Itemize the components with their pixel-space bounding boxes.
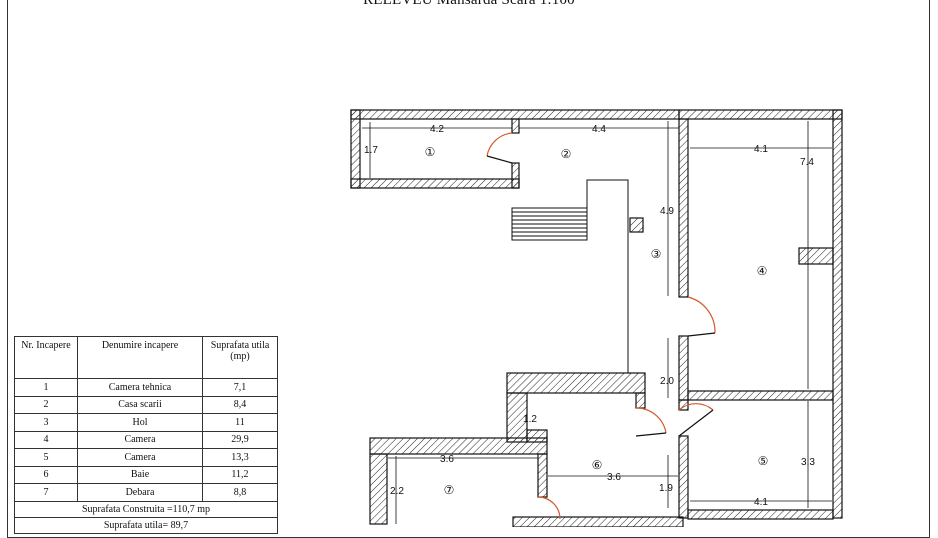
dim-label: 1.7 — [364, 145, 378, 156]
cell-name: Debara — [77, 483, 203, 502]
dim-label: 3.3 — [801, 457, 815, 468]
cell-name: Camera — [77, 430, 203, 449]
cell-nr: 4 — [14, 430, 78, 449]
cell-nr: 1 — [14, 378, 78, 397]
table-header-row: Nr. Incapere Denumire incapere Suprafata… — [14, 336, 278, 379]
room-number: ④ — [757, 264, 768, 278]
dim-label: 4.1 — [754, 144, 768, 155]
dimension-lines — [362, 121, 832, 524]
table-row: 2 Casa scarii 8,4 — [14, 395, 278, 414]
dim-label: 4.9 — [660, 206, 674, 217]
cell-area: 7,1 — [202, 378, 278, 397]
dim-label: 3.6 — [607, 472, 621, 483]
room-number: ① — [425, 145, 436, 159]
col-header-name: Denumire incapere — [77, 336, 203, 379]
cell-name: Camera — [77, 448, 203, 467]
rooms-table: Nr. Incapere Denumire incapere Suprafata… — [14, 336, 278, 534]
room-number: ② — [561, 147, 572, 161]
room-number: ⑤ — [758, 454, 769, 468]
table-row: 4 Camera 29,9 — [14, 430, 278, 449]
doors — [486, 132, 716, 520]
cell-nr: 3 — [14, 413, 78, 432]
room-number: ③ — [651, 247, 662, 261]
stairs — [511, 179, 629, 373]
cell-area: 8,8 — [202, 483, 278, 502]
table-row: 1 Camera tehnica 7,1 — [14, 378, 278, 397]
dim-label: 3.6 — [440, 454, 454, 465]
table-row: 3 Hol 11 — [14, 413, 278, 432]
cell-name: Hol — [77, 413, 203, 432]
dim-label: 1.2 — [523, 414, 537, 425]
cell-name: Casa scarii — [77, 395, 203, 414]
dim-label: 2.2 — [390, 486, 404, 497]
dim-label: 4.2 — [430, 124, 444, 135]
room-number: ⑥ — [592, 458, 603, 472]
cell-nr: 2 — [14, 395, 78, 414]
total-built: Suprafata Construita =110,7 mp — [14, 500, 278, 518]
table-row: 6 Baie 11,2 — [14, 465, 278, 484]
cell-area: 11 — [202, 413, 278, 432]
dim-label: 4.4 — [592, 124, 606, 135]
walls — [350, 109, 843, 527]
drawing-title: RELEVEU Mansarda Scara 1:100 — [363, 0, 575, 8]
cell-nr: 7 — [14, 483, 78, 502]
floor-plan: 4.2 4.4 1.7 4.1 7.4 4.9 2.0 1.2 3.6 3.6 … — [350, 109, 843, 527]
cell-area: 13,3 — [202, 448, 278, 467]
cell-area: 8,4 — [202, 395, 278, 414]
cell-area: 11,2 — [202, 465, 278, 484]
dim-label: 4.1 — [754, 497, 768, 508]
total-built-row: Suprafata Construita =110,7 mp — [14, 500, 278, 518]
total-useful-row: Suprafata utila= 89,7 — [14, 516, 278, 534]
dim-label: 7.4 — [800, 157, 814, 168]
table-row: 5 Camera 13,3 — [14, 448, 278, 467]
cell-name: Camera tehnica — [77, 378, 203, 397]
cell-nr: 5 — [14, 448, 78, 467]
total-useful: Suprafata utila= 89,7 — [14, 516, 278, 534]
cell-name: Baie — [77, 465, 203, 484]
dim-label: 2.0 — [660, 376, 674, 387]
room-number: ⑦ — [444, 483, 455, 497]
cell-nr: 6 — [14, 465, 78, 484]
table-row: 7 Debara 8,8 — [14, 483, 278, 502]
col-header-area: Suprafata utila (mp) — [202, 336, 278, 379]
col-header-nr: Nr. Incapere — [14, 336, 78, 379]
dim-label: 1.9 — [659, 483, 673, 494]
cell-area: 29,9 — [202, 430, 278, 449]
